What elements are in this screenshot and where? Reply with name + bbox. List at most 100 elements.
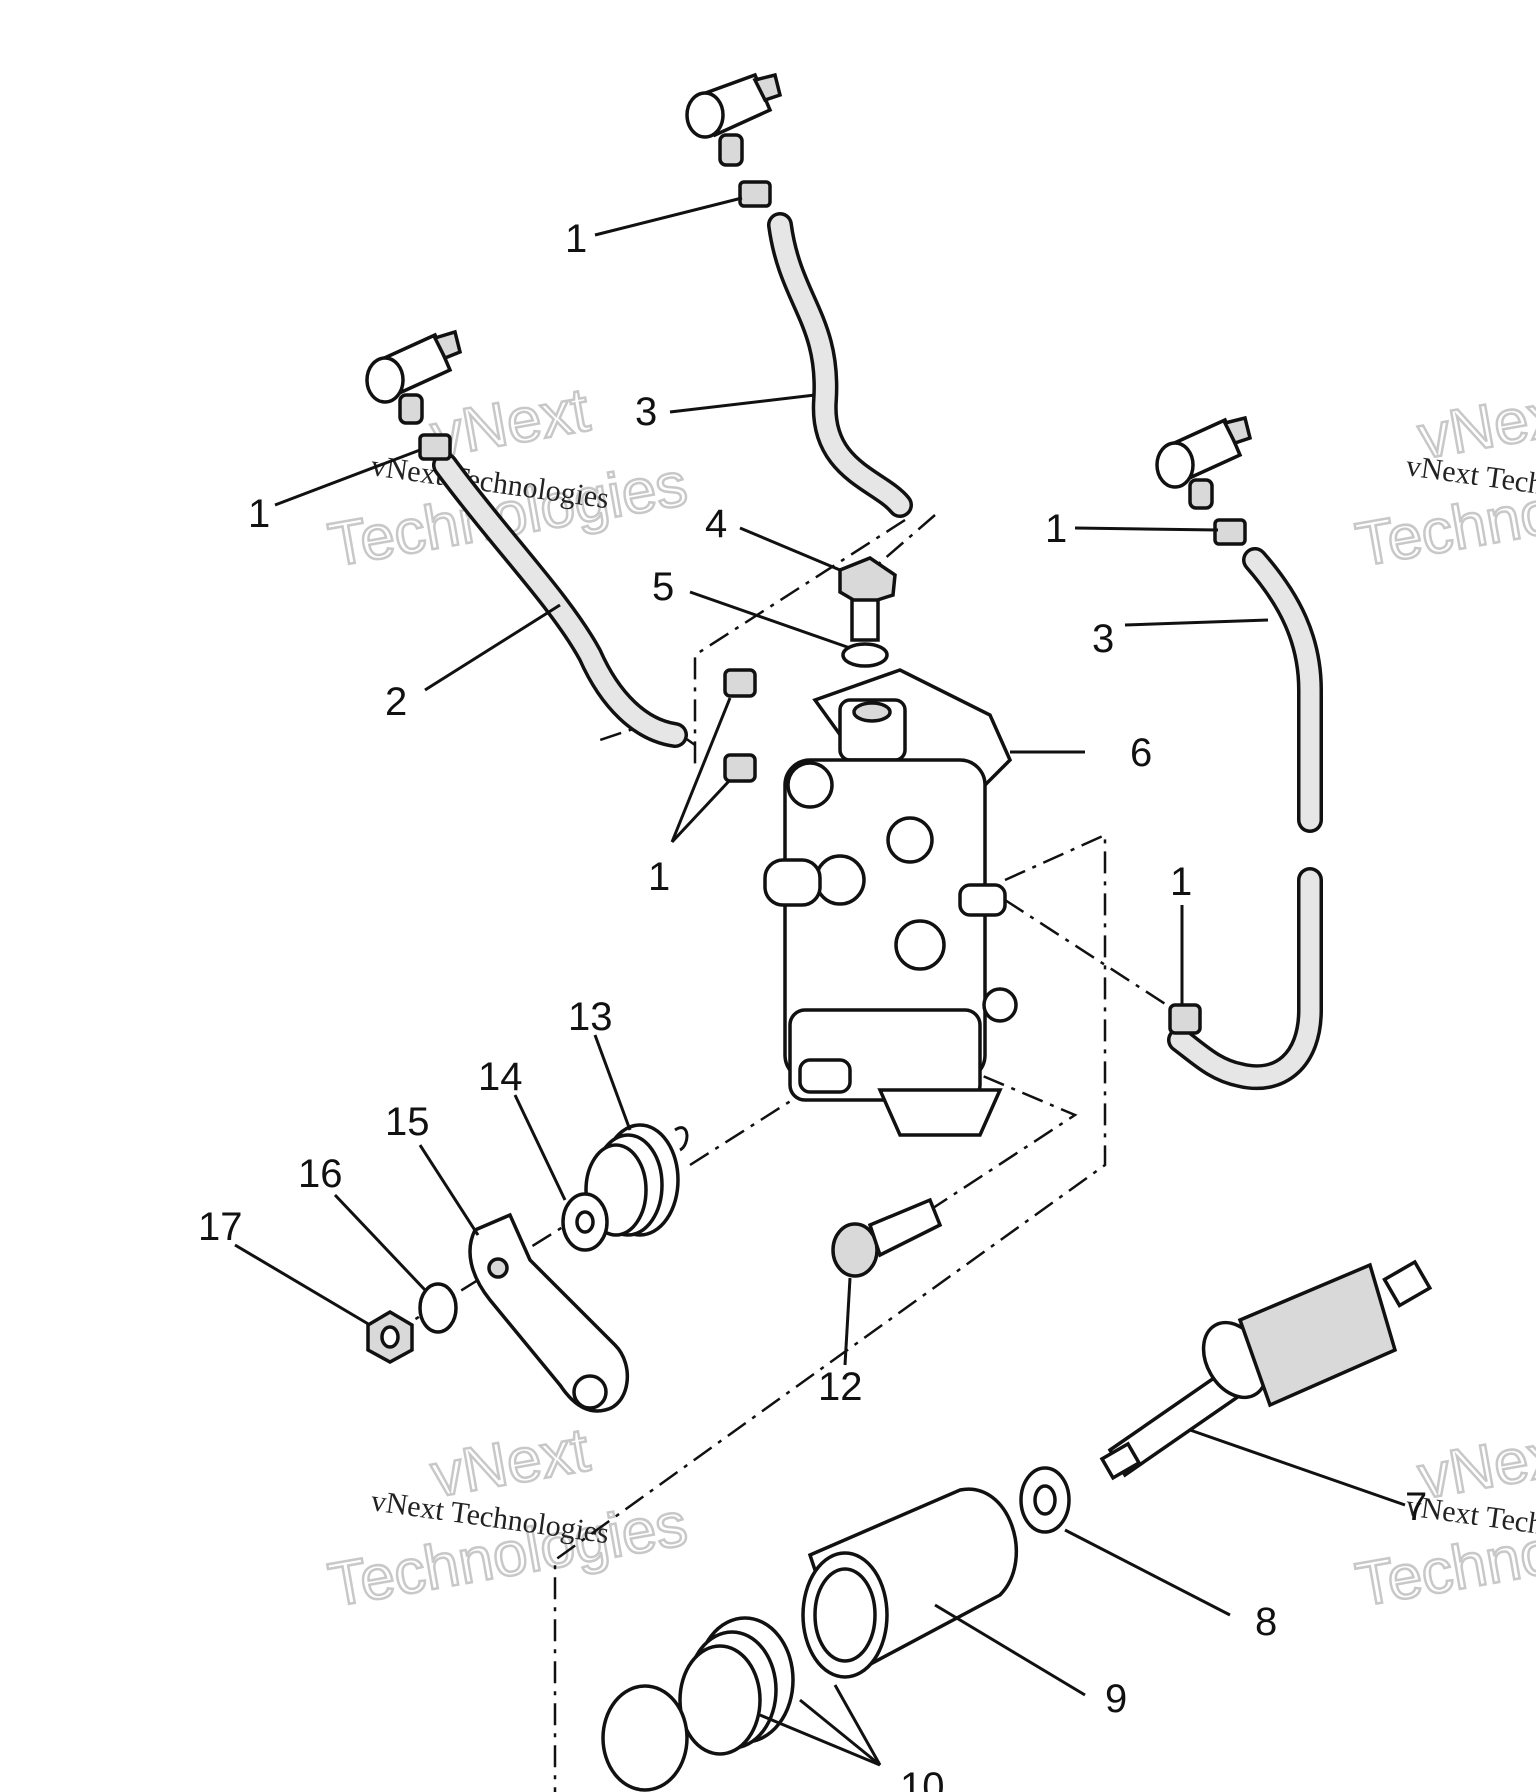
fitting-tip bbox=[1222, 415, 1253, 446]
snap-ring bbox=[601, 1684, 689, 1792]
bolt-shank bbox=[850, 598, 880, 642]
clamp-pump-a bbox=[723, 668, 757, 698]
screw-12 bbox=[831, 1197, 943, 1278]
leader-8 bbox=[1064, 1528, 1231, 1617]
callout-labels: 1 3 1 4 5 2 1 3 6 1 1 13 14 15 16 17 12 … bbox=[198, 217, 1427, 1792]
fitting-right bbox=[1155, 415, 1253, 510]
washer-14-hole bbox=[575, 1210, 595, 1234]
leader-15 bbox=[418, 1144, 480, 1236]
callout-9: 9 bbox=[1105, 1677, 1127, 1721]
gear-teeth bbox=[1237, 1262, 1398, 1408]
leader-3 bbox=[1124, 618, 1269, 627]
guide-line bbox=[553, 833, 1107, 1792]
leader-12 bbox=[843, 1277, 852, 1366]
callout-13: 13 bbox=[568, 995, 613, 1039]
assembly-guide-lines bbox=[389, 514, 1191, 1792]
leader-1 bbox=[670, 697, 732, 843]
callout-7: 7 bbox=[1405, 1485, 1427, 1529]
callout-3-right: 3 bbox=[1092, 617, 1114, 661]
leader-14 bbox=[513, 1094, 567, 1201]
seal-springs-10 bbox=[678, 1616, 795, 1756]
fitting-cap bbox=[685, 91, 725, 139]
pump-side-nipple bbox=[763, 858, 822, 907]
leader-4 bbox=[739, 526, 841, 572]
bolt-head bbox=[838, 556, 897, 607]
lever-eye bbox=[572, 1374, 608, 1410]
callout-14: 14 bbox=[478, 1055, 523, 1099]
leader-1 bbox=[594, 196, 743, 237]
callout-1-top: 1 bbox=[565, 217, 587, 261]
shaft-key bbox=[1099, 1441, 1142, 1481]
leader-17 bbox=[234, 1243, 371, 1327]
leader-1 bbox=[670, 778, 732, 844]
callout-6: 6 bbox=[1130, 731, 1152, 775]
fitting-neck bbox=[718, 133, 744, 167]
clamp-lower-right bbox=[1168, 1003, 1202, 1035]
callout-1-lower-right: 1 bbox=[1170, 860, 1192, 904]
pump-port bbox=[786, 761, 834, 809]
snap-ring-body bbox=[601, 1684, 689, 1792]
leader-16 bbox=[333, 1193, 427, 1292]
drive-gear-shaft-7 bbox=[1099, 1259, 1433, 1481]
fitting-tip bbox=[752, 72, 783, 103]
callout-1-pump: 1 bbox=[648, 855, 670, 899]
leader-7 bbox=[1189, 1428, 1406, 1507]
pump-side-nipple bbox=[958, 883, 1007, 917]
spring-13 bbox=[584, 1123, 689, 1237]
leader-1 bbox=[274, 448, 421, 507]
pump-port bbox=[894, 919, 946, 971]
washer-5 bbox=[841, 642, 889, 668]
seal-ring bbox=[678, 1644, 762, 1756]
leader-3 bbox=[669, 393, 816, 414]
callout-1-right: 1 bbox=[1045, 507, 1067, 551]
fitting-cap bbox=[365, 356, 405, 404]
bolt-4 bbox=[838, 556, 897, 642]
fitting-cap bbox=[1155, 441, 1195, 489]
callout-8: 8 bbox=[1255, 1600, 1277, 1644]
lever-hole bbox=[487, 1257, 509, 1279]
clamp-top bbox=[738, 180, 772, 208]
callout-16: 16 bbox=[298, 1152, 343, 1196]
guide-line bbox=[1004, 898, 1191, 1022]
pump-shaft-stub bbox=[798, 1058, 852, 1094]
callout-12: 12 bbox=[818, 1365, 863, 1409]
clamp-left bbox=[418, 433, 452, 461]
leader-13 bbox=[593, 1034, 632, 1131]
hose-2-fill bbox=[435, 455, 685, 745]
lock-washer-16 bbox=[418, 1282, 458, 1334]
nut-17-hole bbox=[380, 1325, 400, 1349]
guide-line bbox=[689, 1093, 801, 1167]
fitting-top-center bbox=[685, 72, 783, 167]
bushing-9 bbox=[801, 1487, 1018, 1679]
hose-3-top-fill bbox=[770, 215, 910, 515]
leader-1 bbox=[1074, 526, 1219, 532]
leader-10 bbox=[799, 1698, 881, 1767]
leader-10 bbox=[759, 1713, 881, 1767]
callout-10: 10 bbox=[900, 1765, 945, 1792]
hose-3-right-fill bbox=[1245, 550, 1320, 830]
fitting-left bbox=[365, 329, 463, 425]
gear-tip bbox=[1382, 1259, 1433, 1308]
clamp-pump-b bbox=[723, 753, 757, 783]
fitting-neck bbox=[398, 393, 424, 425]
pump-top-hole bbox=[852, 701, 892, 723]
leader-9 bbox=[934, 1603, 1086, 1697]
fitting-tip bbox=[432, 329, 463, 361]
leader-lines bbox=[234, 196, 1406, 1767]
bushing-bore bbox=[813, 1567, 877, 1663]
callout-5: 5 bbox=[652, 565, 674, 609]
hose-elbow-fill bbox=[1170, 870, 1320, 1087]
callout-4: 4 bbox=[705, 502, 727, 546]
callout-3-top: 3 bbox=[635, 390, 657, 434]
pump-base bbox=[877, 1088, 1003, 1137]
callout-15: 15 bbox=[385, 1100, 430, 1144]
pump-port bbox=[886, 816, 934, 864]
leader-2 bbox=[424, 603, 561, 692]
lever-15 bbox=[468, 1212, 630, 1413]
oil-pump-body bbox=[763, 668, 1018, 1137]
washer-8-hole bbox=[1033, 1484, 1057, 1516]
leader-5 bbox=[689, 590, 851, 650]
guide-line bbox=[929, 1058, 1078, 1212]
callout-1-left: 1 bbox=[248, 492, 270, 536]
